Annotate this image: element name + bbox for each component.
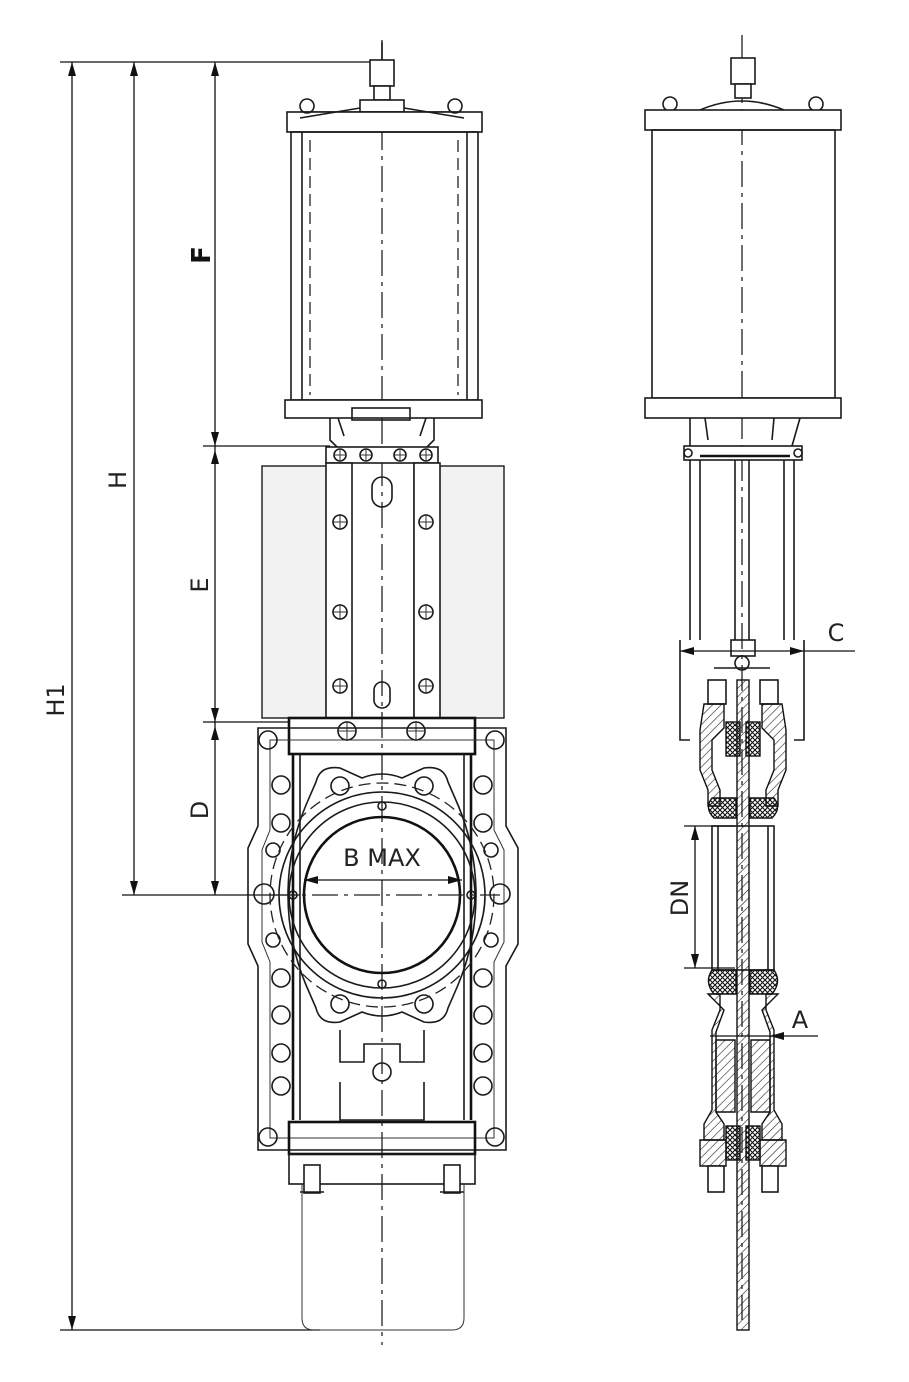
bottom-gland <box>287 1120 477 1194</box>
side-bolts-right <box>473 730 511 1147</box>
lower-body-detail <box>339 1030 425 1121</box>
dimension-f: F <box>187 62 330 447</box>
side-gate-blade <box>736 679 750 1331</box>
label-h1: H1 <box>42 683 70 716</box>
side-top-nut <box>662 57 824 112</box>
front-view: B MAX <box>247 40 519 1345</box>
side-yoke: C <box>679 445 855 741</box>
yoke-bolts <box>332 514 434 694</box>
side-view: C DN <box>644 35 855 1331</box>
yoke-bracket <box>261 446 505 719</box>
label-h: H <box>104 471 132 489</box>
gland-box <box>287 716 477 756</box>
label-b-max: B MAX <box>343 844 421 872</box>
side-bore: DN <box>666 825 775 971</box>
side-bolts-left <box>253 730 291 1147</box>
cylinder-bottom-cap <box>284 399 483 449</box>
label-e: E <box>186 577 214 592</box>
label-a: A <box>792 1006 809 1034</box>
label-f: F <box>187 246 217 264</box>
side-cylinder <box>644 109 842 447</box>
dimension-h: H <box>104 62 300 896</box>
cylinder-body <box>290 131 479 401</box>
label-d: D <box>186 801 214 819</box>
dimension-h1: H1 <box>42 61 385 1331</box>
valve-body: B MAX <box>247 727 519 1151</box>
bore-b-max: B MAX <box>270 815 500 975</box>
dimension-d: D <box>186 722 219 895</box>
label-c: C <box>828 619 845 647</box>
side-lower-body: A <box>699 969 818 1193</box>
gate-plate <box>301 1184 465 1331</box>
cylinder-top-cap <box>286 98 483 133</box>
top-stem-nut <box>359 42 405 113</box>
dimension-e: E <box>186 446 290 723</box>
label-dn: DN <box>666 880 694 916</box>
